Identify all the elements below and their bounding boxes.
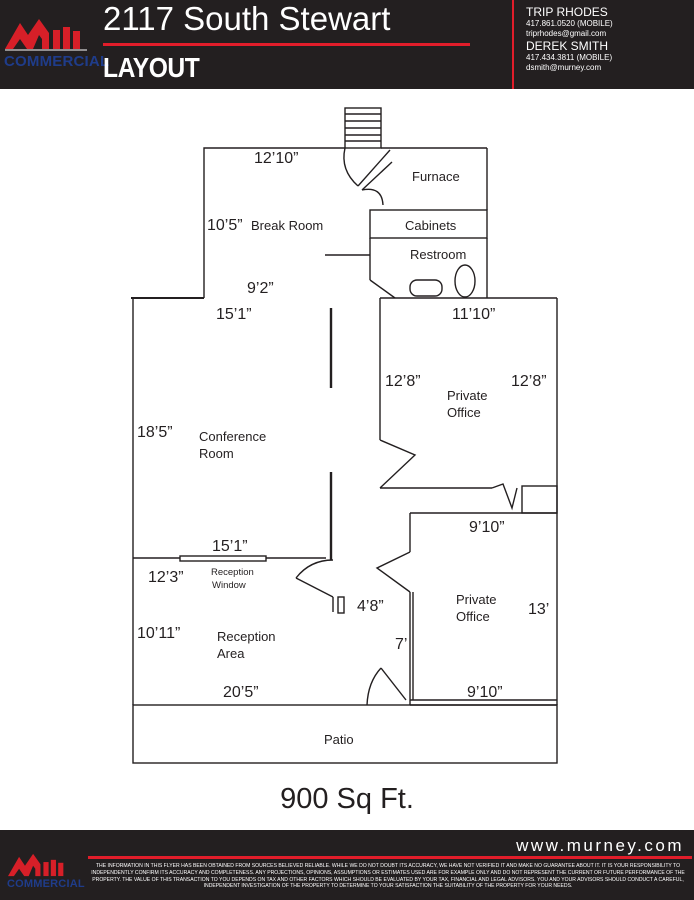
floor-plan: Furnace Break Room Cabinets Restroom Con… <box>131 107 558 764</box>
room-label-break-room: Break Room <box>251 218 323 233</box>
room-label-patio: Patio <box>324 732 354 747</box>
dimension-label: 9’10” <box>467 684 503 701</box>
sink-fixture <box>454 264 476 298</box>
dimension-label: 13’ <box>528 601 549 618</box>
break-room-wall <box>203 147 345 298</box>
room-label-reception-area: Area <box>217 646 245 661</box>
patio <box>132 704 558 764</box>
room-label-reception-area: Reception <box>217 629 276 644</box>
header-divider <box>512 0 514 89</box>
dimension-label: 12’8” <box>511 373 547 390</box>
reception-window <box>179 555 267 562</box>
footer-rule <box>88 856 692 859</box>
contact-name: TRIP RHODES <box>526 5 608 19</box>
legal-disclaimer: THE INFORMATION IN THIS FLYER HAS BEEN O… <box>91 863 685 890</box>
dimension-label: 20’5” <box>223 684 259 701</box>
cabinets <box>369 209 488 239</box>
room-label-private-office: Office <box>447 405 481 420</box>
logo-wordmark: COMMERCIAL <box>4 53 110 70</box>
dimension-label: 10’11” <box>137 625 180 642</box>
dimension-label: 10’5” <box>207 217 243 234</box>
room-label-cabinets: Cabinets <box>405 218 457 233</box>
room-label-private-office: Private <box>456 592 496 607</box>
room-label-private-office: Office <box>456 609 490 624</box>
header-bar: COMMERCIAL 2117 South Stewart LAYOUT TRI… <box>0 0 694 89</box>
contact-phone[interactable]: 417.861.0520 (MOBILE) <box>526 19 613 28</box>
dimension-label: 12’8” <box>385 373 421 390</box>
room-label-restroom: Restroom <box>410 247 466 262</box>
dimension-label: 11’10” <box>452 306 495 323</box>
contact-email[interactable]: triprhodes@gmail.com <box>526 29 607 38</box>
dimension-label: 9’2” <box>247 280 274 297</box>
room-label-furnace: Furnace <box>412 169 460 184</box>
stairs <box>344 107 382 149</box>
contact-email[interactable]: dsmith@murney.com <box>526 63 602 72</box>
logo-wordmark: COMMERCIAL <box>7 878 85 890</box>
footer-bar: COMMERCIAL www.murney.com THE INFORMATIO… <box>0 830 694 900</box>
dimension-label: 15’1” <box>212 538 248 555</box>
room-label-reception-window: Reception <box>211 567 254 578</box>
contact-block: TRIP RHODES 417.861.0520 (MOBILE) triprh… <box>526 5 613 73</box>
title-underline <box>103 43 470 46</box>
dimension-label: 9’10” <box>469 519 505 536</box>
contact-name: DEREK SMITH <box>526 39 609 53</box>
murney-logo-icon <box>5 19 87 51</box>
room-label-reception-window: Window <box>212 580 246 591</box>
page-title: 2117 South Stewart <box>103 0 391 37</box>
dimension-label: 4’8” <box>357 598 384 615</box>
website-link[interactable]: www.murney.com <box>516 836 684 855</box>
page-subtitle: LAYOUT <box>103 52 200 83</box>
dimension-label: 15’1” <box>216 306 252 323</box>
dimension-label: 7’ <box>395 636 407 653</box>
room-label-conference: Conference <box>199 429 266 444</box>
toilet-fixture <box>409 279 443 297</box>
dimension-label: 12’3” <box>148 569 184 586</box>
dimension-label: 18’5” <box>137 424 173 441</box>
murney-logo-icon <box>8 853 64 877</box>
room-label-private-office: Private <box>447 388 487 403</box>
total-area: 900 Sq Ft. <box>280 783 414 815</box>
dimension-label: 12’10” <box>254 150 298 167</box>
room-label-conference: Room <box>199 446 234 461</box>
contact-phone[interactable]: 417.434.3811 (MOBILE) <box>526 53 613 62</box>
